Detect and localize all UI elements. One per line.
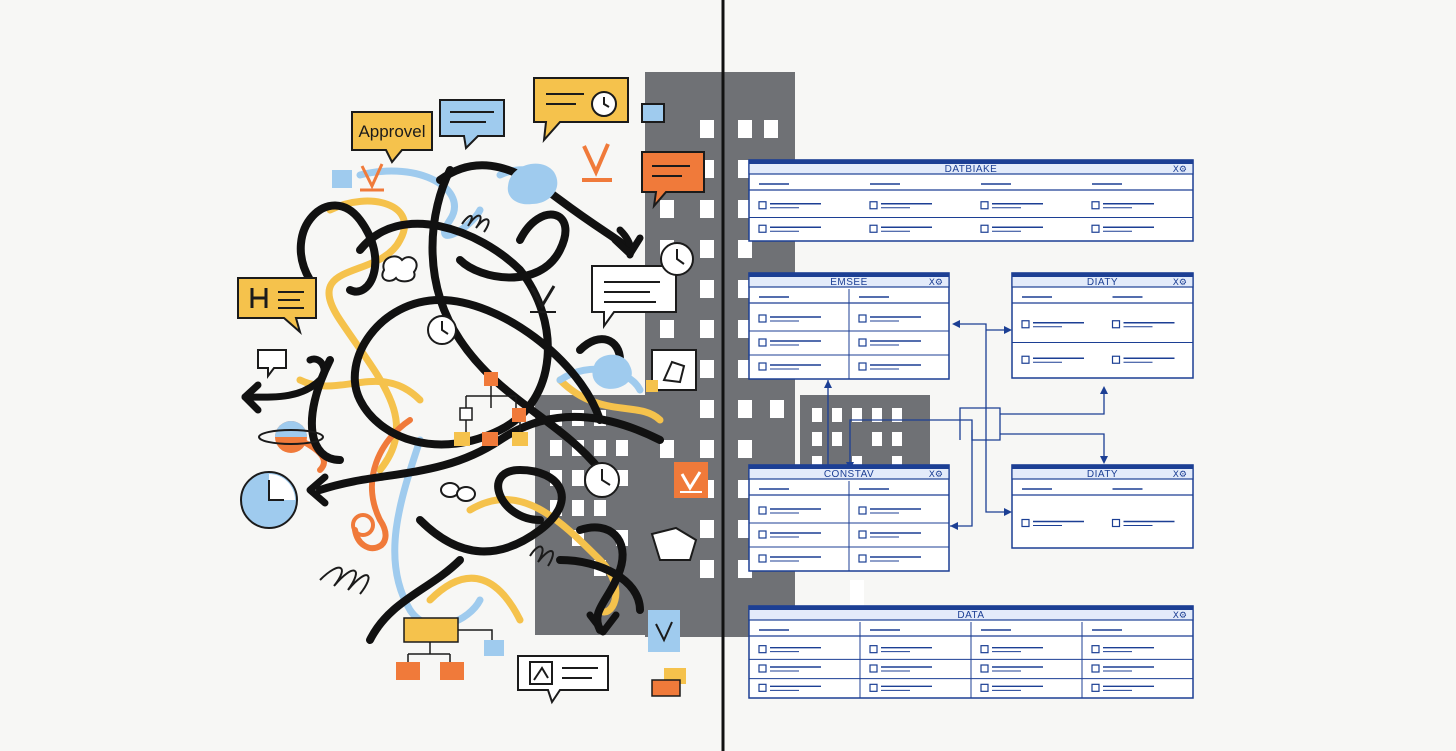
schema-table-title: DATBIAKE [945, 164, 998, 175]
field-checkbox-icon [1091, 224, 1100, 233]
field-checkbox-icon [758, 683, 767, 692]
field-checkbox-icon [1091, 645, 1100, 654]
schema-table: DATBIAKE X⚙ [748, 159, 1194, 242]
schema-table-title: DATA [957, 610, 984, 621]
schema-table-title: CONSTAV [824, 469, 874, 480]
message-with-clock-icon [533, 77, 629, 144]
field-checkbox-icon [758, 664, 767, 673]
header-bubble-icon [237, 277, 317, 335]
schema-table: CONSTAV X⚙ [748, 464, 950, 572]
schema-arrowheads [824, 320, 1108, 530]
field-checkbox-icon [1091, 664, 1100, 673]
field-checkbox-icon [758, 554, 767, 563]
field-checkbox-icon [1111, 518, 1121, 528]
schema-table-title: DIATY [1087, 469, 1118, 480]
small-cards-icon [651, 668, 686, 697]
chat-bubble-icon [439, 99, 505, 151]
planet-icon [258, 421, 324, 453]
field-checkbox-icon [1021, 320, 1030, 329]
small-chat-icon [641, 103, 665, 123]
field-checkbox-icon [980, 201, 989, 210]
field-checkbox-icon [758, 224, 767, 233]
clock-mid-icon [584, 462, 620, 498]
org-chart-icon [396, 617, 504, 680]
folded-paper-icon [650, 526, 698, 561]
field-checkbox-icon [758, 338, 767, 347]
field-checkbox-icon [869, 664, 878, 673]
field-checkbox-icon [758, 645, 767, 654]
field-checkbox-icon [858, 314, 867, 323]
field-checkbox-icon [758, 530, 767, 539]
field-checkbox-icon [858, 506, 867, 515]
field-checkbox-icon [1021, 355, 1030, 364]
field-checkbox-icon [758, 362, 767, 371]
clock-small-icon [427, 315, 457, 345]
tangled-yellow-paths [296, 197, 664, 624]
field-checkbox-icon [980, 224, 989, 233]
table-close-settings-icon: X⚙ [1173, 165, 1187, 175]
field-checkbox-icon [1111, 355, 1121, 364]
field-checkbox-icon [869, 201, 878, 210]
table-close-settings-icon: X⚙ [929, 470, 943, 480]
field-checkbox-icon [980, 664, 989, 673]
schema-tables: DATBIAKE X⚙ EMSEE X⚙ DIATY X⚙ CONSTAV X⚙ DIATY X⚙… [748, 159, 1194, 699]
orange-check-stamp-icon [582, 143, 612, 182]
schema-table: EMSEE X⚙ [748, 272, 950, 380]
schema-table: DIATY X⚙ [1011, 464, 1194, 549]
field-checkbox-icon [858, 554, 867, 563]
approval-bubble: Approvel [351, 111, 433, 164]
field-checkbox-icon [869, 645, 878, 654]
field-checkbox-icon [758, 314, 767, 323]
field-checkbox-icon [1111, 320, 1121, 329]
schema-table-title: DIATY [1087, 277, 1118, 288]
field-checkbox-icon [980, 645, 989, 654]
image-message-icon [517, 655, 609, 705]
orange-message-bubble-icon [641, 151, 705, 210]
schema-table: DIATY X⚙ [1011, 272, 1194, 379]
orange-ring-icon [351, 513, 375, 537]
field-checkbox-icon [1021, 518, 1030, 528]
puzzle-card-icon [646, 349, 697, 392]
bugs-doodle-icon [440, 482, 476, 502]
checkmark-stamp-icon [332, 163, 384, 192]
field-checkbox-icon [980, 683, 989, 692]
schema-table: DATA X⚙ [748, 605, 1194, 699]
blue-blob-icon [507, 163, 632, 389]
field-checkbox-icon [1091, 201, 1100, 210]
field-checkbox-icon [858, 338, 867, 347]
field-checkbox-icon [869, 224, 878, 233]
small-speech-icon [257, 349, 287, 379]
blue-check-card-icon [648, 610, 680, 652]
timer-icon [240, 471, 298, 529]
field-checkbox-icon [1091, 683, 1100, 692]
schema-table-title: EMSEE [830, 277, 868, 288]
field-checkbox-icon [758, 201, 767, 210]
field-checkbox-icon [758, 506, 767, 515]
field-checkbox-icon [858, 530, 867, 539]
schema-connectors [827, 323, 1105, 527]
cloud-doodle-icon [381, 255, 418, 283]
check-stamp-black-icon [530, 285, 556, 313]
table-close-settings-icon: X⚙ [1173, 278, 1187, 288]
approval-bubble-text: Approvel [358, 122, 425, 141]
scribble-icon [319, 214, 554, 595]
field-checkbox-icon [869, 683, 878, 692]
field-checkbox-icon [858, 362, 867, 371]
table-close-settings-icon: X⚙ [1173, 611, 1187, 621]
flowchart-icon [454, 372, 528, 446]
arrowheads [241, 226, 644, 636]
table-close-settings-icon: X⚙ [929, 278, 943, 288]
table-close-settings-icon: X⚙ [1173, 470, 1187, 480]
clock-icon [660, 242, 694, 276]
orange-check-card-icon [674, 462, 708, 498]
